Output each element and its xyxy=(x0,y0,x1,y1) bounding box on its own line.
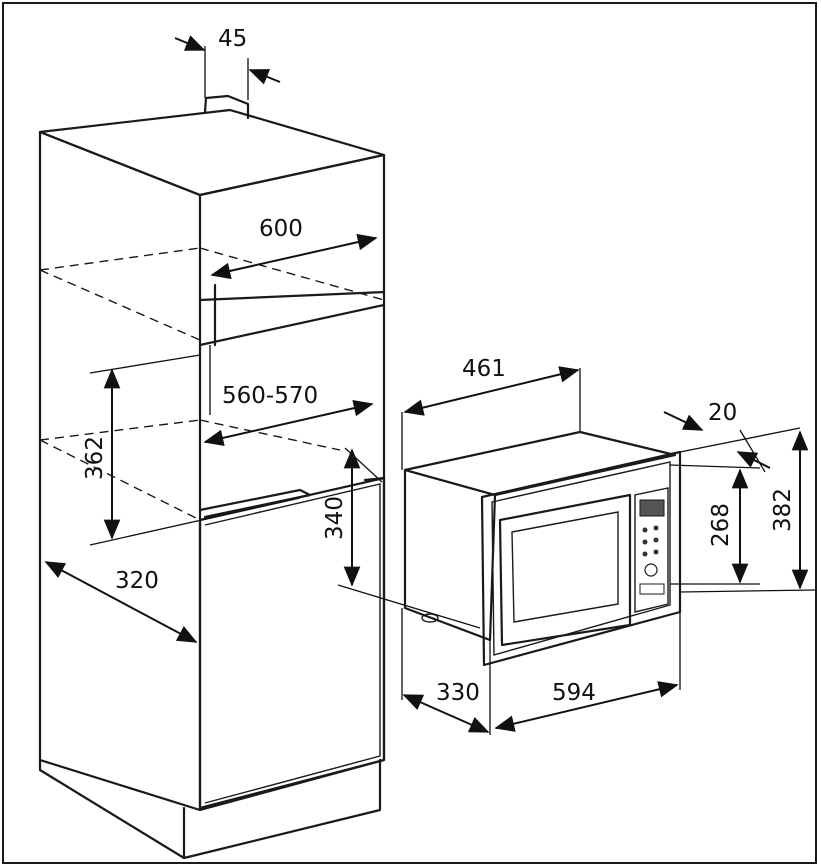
display-screen xyxy=(639,499,665,517)
dim-label-frame-width: 594 xyxy=(552,680,596,706)
dim-label-cabinet-side: 320 xyxy=(115,568,159,594)
door-release-button xyxy=(639,583,665,595)
dim-label-niche-depth: 560-570 xyxy=(222,383,318,409)
tall-cabinet xyxy=(38,94,386,860)
dim-label-oven-height: 268 xyxy=(708,503,734,547)
microwave-oven xyxy=(403,430,682,667)
oven-window xyxy=(511,511,619,623)
dim-label-top-gap: 45 xyxy=(218,26,247,52)
dim-label-frame-offset: 20 xyxy=(708,400,737,426)
dim-label-niche-height: 362 xyxy=(82,436,108,480)
dim-label-niche-width: 600 xyxy=(259,216,303,242)
dim-label-opening-height: 340 xyxy=(322,496,348,540)
control-knob xyxy=(644,563,658,577)
dim-label-frame-depth: 330 xyxy=(436,680,480,706)
dimension-lines xyxy=(44,35,816,735)
control-panel xyxy=(634,487,669,613)
dim-label-frame-height: 382 xyxy=(770,488,796,532)
dim-label-oven-depth: 461 xyxy=(462,356,506,382)
